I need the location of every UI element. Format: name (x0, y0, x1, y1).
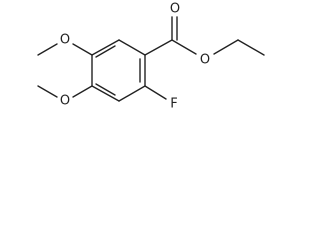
bond-ring-c3-c4 (91, 85, 120, 102)
bond-ring-c5-c6 (91, 39, 120, 56)
bond-ring-to-lower-methoxy-o (72, 85, 93, 98)
ethyl-ester-group: O O (144, 2, 265, 68)
bond-ring-c2-c3 (118, 85, 146, 102)
bond-ring-inner-2 (95, 83, 116, 96)
bond-ring-to-fluorine (144, 85, 167, 100)
bond-upper-methoxy-o-to-ch3 (37, 43, 58, 56)
bond-ring-c6-c1 (118, 39, 146, 56)
bond-ch2-to-ch3 (237, 39, 265, 56)
fluoro-substituent: F (144, 85, 178, 112)
chemical-structure: O O F O O (37, 2, 265, 112)
atom-ester-oxygen: O (200, 53, 210, 68)
bond-ring-inner-3 (95, 45, 116, 58)
bond-carbonyl-to-ester-o (171, 39, 197, 55)
benzene-ring (91, 39, 146, 102)
bond-ring-to-upper-methoxy-o (72, 43, 93, 56)
bond-lower-methoxy-o-to-ch3 (37, 85, 58, 98)
atom-fluorine: F (170, 97, 177, 112)
atom-methoxy-oxygen-lower: O (60, 94, 70, 109)
methoxy-group-lower: O (37, 85, 93, 109)
atom-methoxy-oxygen-upper: O (60, 33, 70, 48)
bond-ester-o-to-ch2 (213, 39, 239, 55)
atom-carbonyl-oxygen: O (170, 2, 180, 17)
methoxy-group-upper: O (37, 33, 93, 56)
bond-ring-to-carbonyl (144, 39, 173, 56)
